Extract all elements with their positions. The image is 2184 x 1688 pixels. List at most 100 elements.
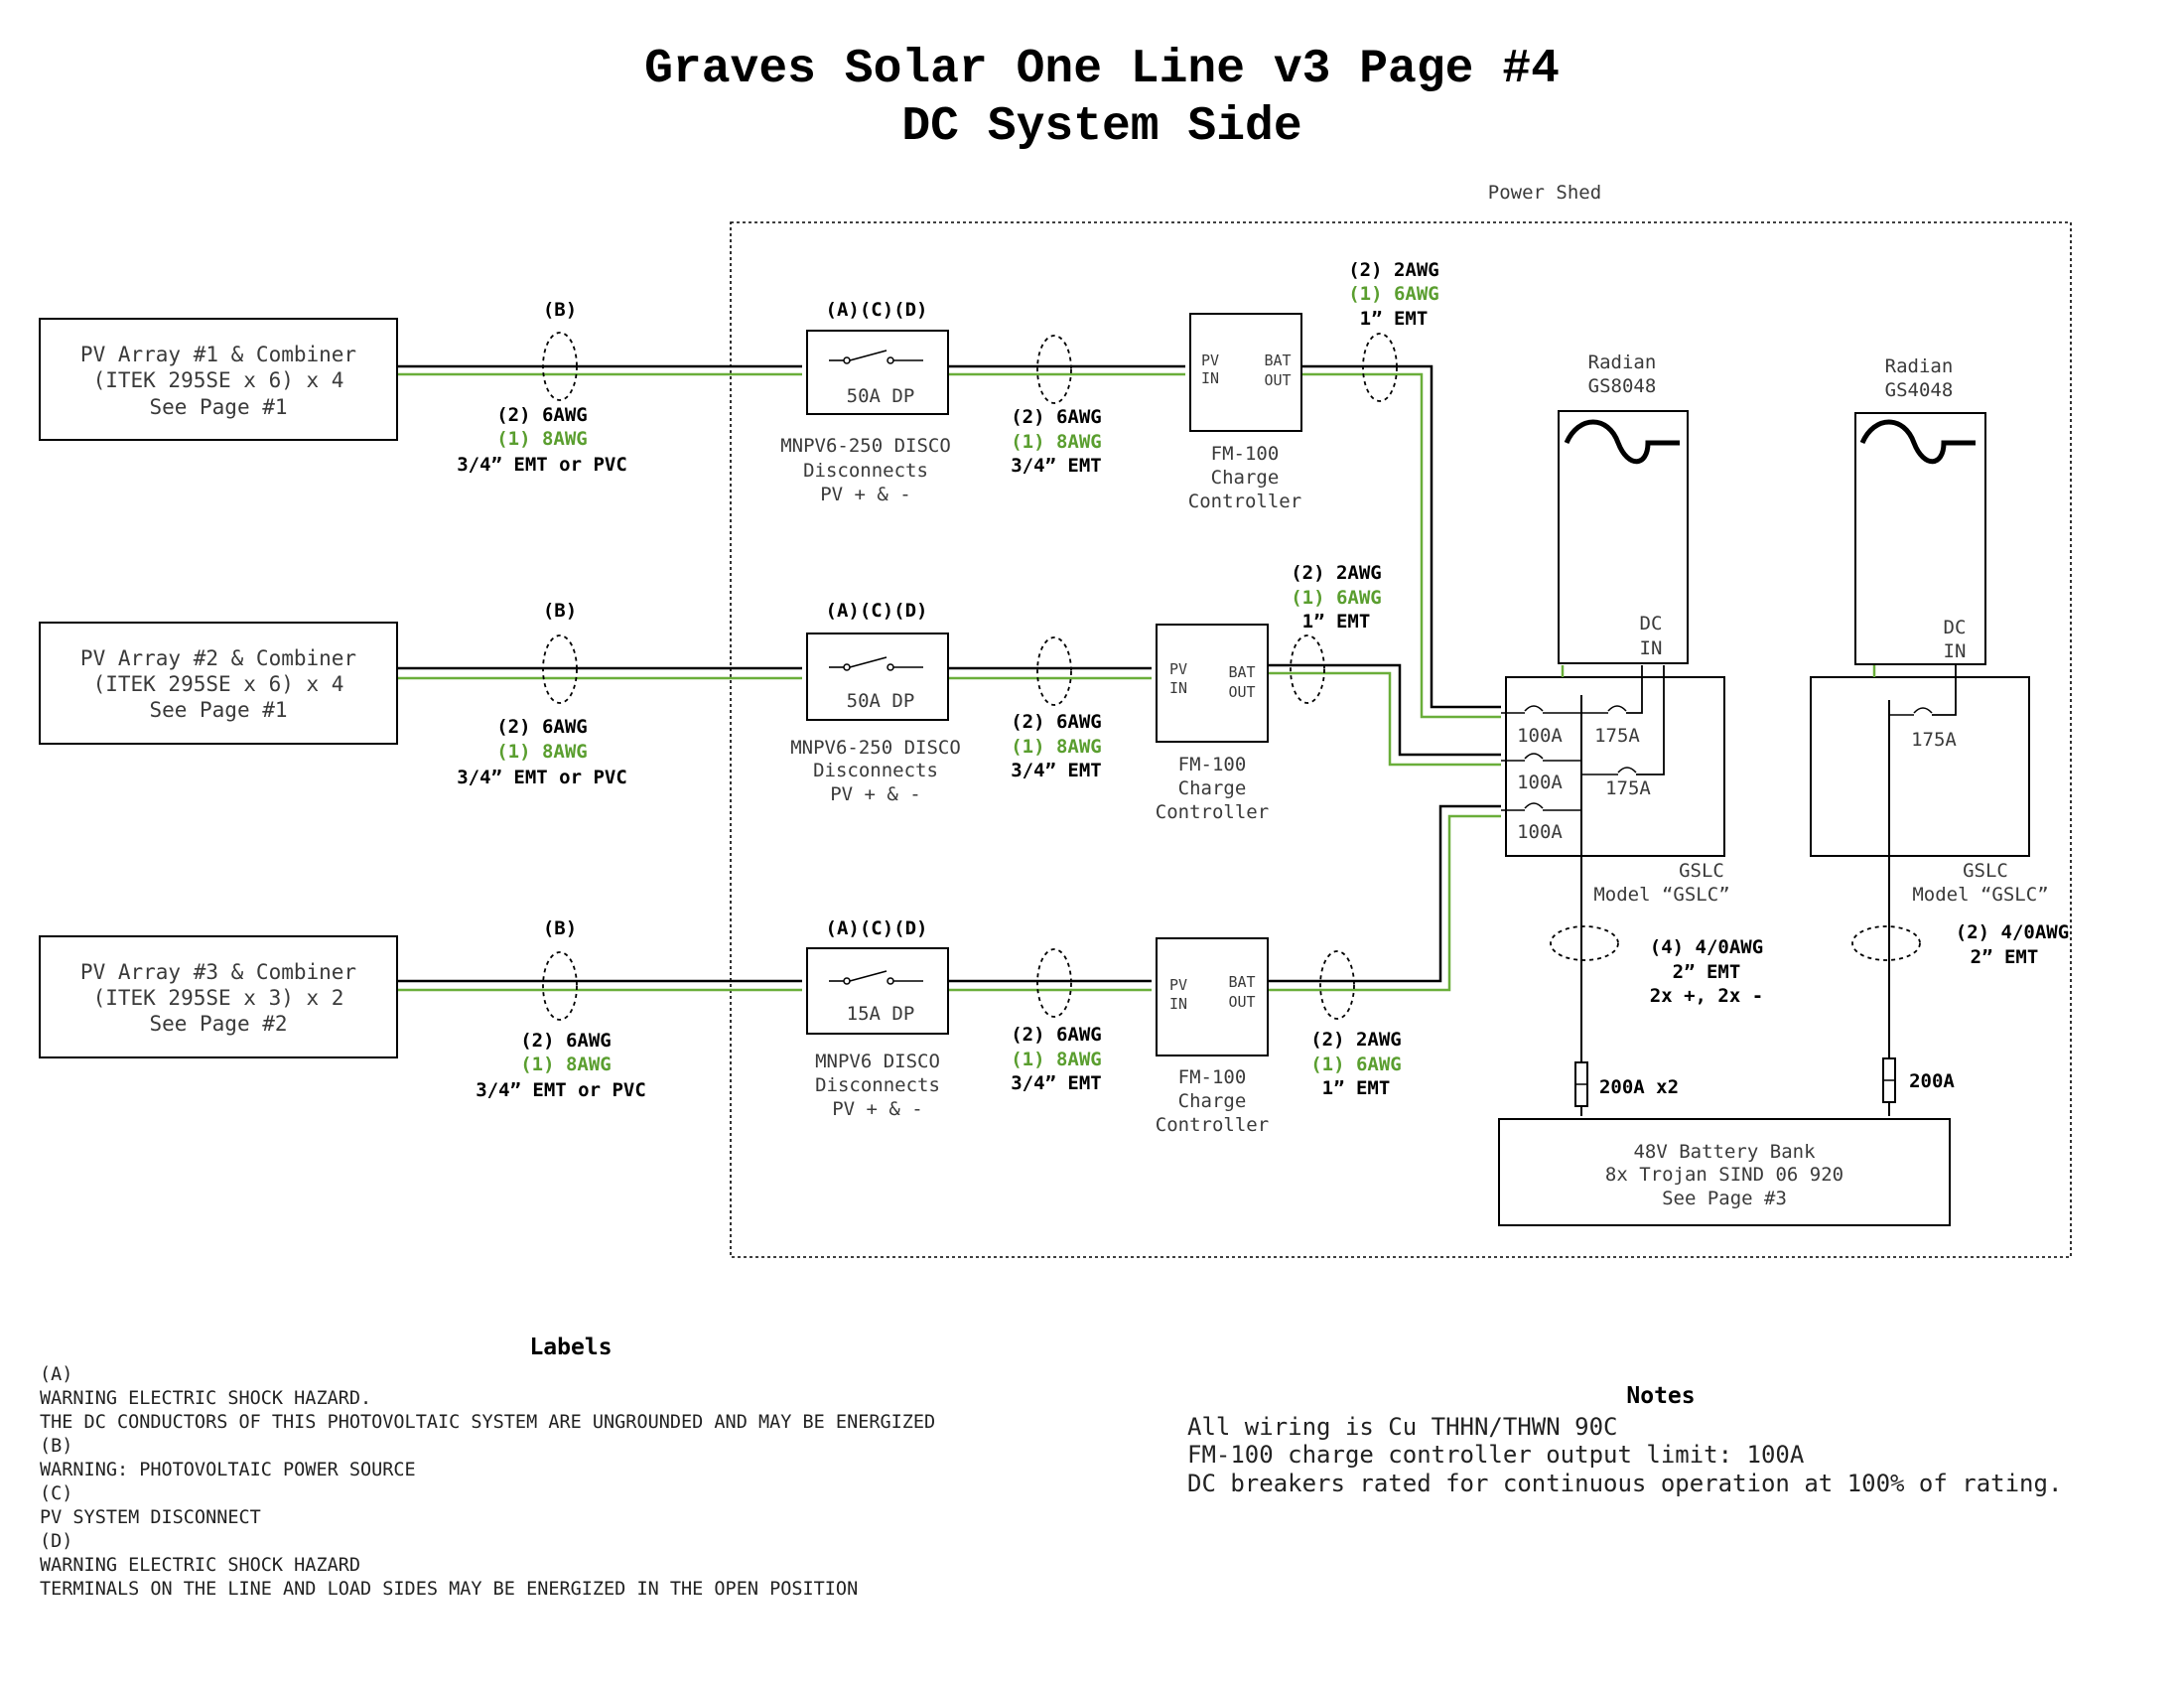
svg-text:See Page #2: See Page #2 [149, 1012, 287, 1036]
svg-text:IN: IN [1944, 640, 1967, 662]
svg-text:1” EMT: 1” EMT [1302, 611, 1371, 633]
svg-text:BAT: BAT [1228, 663, 1255, 681]
svg-text:Model “GSLC”: Model “GSLC” [1912, 884, 2048, 906]
svg-text:3/4” EMT or PVC: 3/4” EMT or PVC [457, 454, 627, 476]
svg-text:Radian: Radian [1885, 355, 1954, 377]
disconnect-1: (A)(C)(D) 50A DP MNPV6-250 DISCO Disconn… [780, 299, 951, 505]
power-shed-boundary [730, 221, 2072, 1258]
charge-controller-2: PV IN BAT OUT FM-100 Charge Controller [1156, 624, 1269, 823]
svg-text:200A x2: 200A x2 [1599, 1076, 1679, 1098]
svg-text:3/4” EMT: 3/4” EMT [1011, 455, 1102, 477]
svg-text:3/4” EMT: 3/4” EMT [1011, 760, 1102, 781]
svg-text:WARNING ELECTRIC SHOCK HAZARD: WARNING ELECTRIC SHOCK HAZARD [40, 1555, 360, 1576]
svg-text:(1) 8AWG: (1) 8AWG [1011, 736, 1102, 758]
svg-text:(D): (D) [40, 1531, 72, 1552]
svg-text:50A DP: 50A DP [847, 690, 915, 712]
svg-text:MNPV6 DISCO: MNPV6 DISCO [815, 1051, 940, 1072]
svg-text:IN: IN [1201, 369, 1219, 387]
svg-text:Charge: Charge [1178, 777, 1247, 799]
conduit-battery-2: (2) 4/0AWG 2” EMT [1851, 921, 2069, 968]
sine-wave-icon [1564, 419, 1680, 465]
svg-text:(2) 6AWG: (2) 6AWG [1011, 406, 1102, 428]
svg-text:Model “GSLC”: Model “GSLC” [1593, 884, 1729, 906]
svg-text:(2) 6AWG: (2) 6AWG [1011, 711, 1102, 733]
row-2-wiring [397, 663, 1501, 767]
svg-text:PV: PV [1169, 976, 1187, 994]
svg-text:BAT: BAT [1264, 352, 1291, 369]
svg-text:Notes: Notes [1626, 1383, 1695, 1409]
svg-text:WARNING ELECTRIC SHOCK HAZARD.: WARNING ELECTRIC SHOCK HAZARD. [40, 1388, 371, 1409]
svg-text:Controller: Controller [1188, 491, 1301, 512]
svg-text:Disconnects: Disconnects [803, 460, 928, 482]
svg-text:GS4048: GS4048 [1885, 379, 1954, 401]
inverter-gs4048: Radian GS4048 DC IN [1854, 355, 1986, 665]
svg-text:(4) 4/0AWG: (4) 4/0AWG [1650, 936, 1763, 958]
svg-text:2” EMT: 2” EMT [1673, 961, 1741, 983]
svg-text:(2) 6AWG: (2) 6AWG [520, 1030, 612, 1052]
svg-text:(ITEK 295SE x 3) x 2: (ITEK 295SE x 3) x 2 [93, 986, 344, 1010]
svg-text:PV Array #1 & Combiner: PV Array #1 & Combiner [80, 343, 356, 366]
svg-text:All wiring is Cu THHN/THWN 90C: All wiring is Cu THHN/THWN 90C [1187, 1413, 1617, 1441]
svg-text:FM-100 charge controller outpu: FM-100 charge controller output limit: 1… [1187, 1441, 1805, 1469]
svg-text:(B): (B) [543, 299, 577, 321]
conduit-disco-2: (2) 6AWG (1) 8AWG 3/4” EMT [1011, 636, 1102, 781]
power-shed-label: Power Shed [1488, 182, 1601, 204]
svg-text:GSLC: GSLC [1679, 860, 1724, 882]
svg-text:TERMINALS ON THE LINE AND LOAD: TERMINALS ON THE LINE AND LOAD SIDES MAY… [40, 1579, 858, 1600]
svg-text:Controller: Controller [1156, 801, 1269, 823]
svg-text:(A)(C)(D): (A)(C)(D) [826, 299, 928, 321]
pv-array-1: PV Array #1 & Combiner (ITEK 295SE x 6) … [39, 318, 398, 441]
svg-text:175A: 175A [1605, 777, 1651, 799]
svg-text:GS8048: GS8048 [1588, 375, 1657, 397]
svg-text:(1) 8AWG: (1) 8AWG [520, 1054, 612, 1075]
svg-text:(ITEK 295SE x 6) x 4: (ITEK 295SE x 6) x 4 [93, 368, 344, 392]
svg-text:50A DP: 50A DP [847, 385, 915, 407]
svg-text:DC: DC [1944, 617, 1967, 638]
svg-text:Charge: Charge [1211, 467, 1280, 489]
svg-text:(2) 2AWG: (2) 2AWG [1291, 562, 1382, 584]
conduit-array-1: (B) (2) 6AWG (1) 8AWG 3/4” EMT or PVC [457, 299, 627, 476]
svg-text:(1) 6AWG: (1) 6AWG [1348, 283, 1439, 305]
conduit-battery-1: (4) 4/0AWG 2” EMT 2x +, 2x - [1550, 925, 1763, 1007]
svg-text:PV Array #2 & Combiner: PV Array #2 & Combiner [80, 646, 356, 670]
svg-text:GSLC: GSLC [1963, 860, 2008, 882]
svg-text:PV SYSTEM DISCONNECT: PV SYSTEM DISCONNECT [40, 1507, 261, 1528]
title-line-1: Graves Solar One Line v3 Page #4 [644, 43, 1560, 96]
svg-text:DC breakers rated for continuo: DC breakers rated for continuous operati… [1187, 1470, 2062, 1497]
svg-text:(B): (B) [543, 600, 577, 622]
svg-text:(A)(C)(D): (A)(C)(D) [826, 600, 928, 622]
labels-section: Labels (A) WARNING ELECTRIC SHOCK HAZARD… [40, 1335, 935, 1600]
conduit-array-3: (B) (2) 6AWG (1) 8AWG 3/4” EMT or PVC [476, 917, 646, 1101]
svg-text:Labels: Labels [529, 1335, 612, 1360]
svg-text:48V Battery Bank: 48V Battery Bank [1633, 1141, 1816, 1163]
svg-text:(1) 6AWG: (1) 6AWG [1291, 587, 1382, 609]
svg-text:Radian: Radian [1588, 352, 1657, 373]
svg-text:(1) 8AWG: (1) 8AWG [496, 428, 588, 450]
svg-text:175A: 175A [1911, 729, 1957, 751]
fuse-2: 200A [1882, 1053, 1955, 1116]
svg-text:BAT: BAT [1228, 973, 1255, 991]
svg-text:OUT: OUT [1228, 993, 1255, 1011]
conduit-cc-1: (2) 2AWG (1) 6AWG 1” EMT [1348, 259, 1439, 402]
conduit-disco-1: (2) 6AWG (1) 8AWG 3/4” EMT [1011, 335, 1102, 477]
svg-text:(2) 2AWG: (2) 2AWG [1310, 1029, 1402, 1051]
svg-text:(1) 8AWG: (1) 8AWG [496, 741, 588, 763]
svg-text:Charge: Charge [1178, 1090, 1247, 1112]
svg-text:100A: 100A [1517, 725, 1563, 747]
inverter-gs8048: Radian GS8048 DC IN [1558, 352, 1689, 664]
svg-text:3/4” EMT: 3/4” EMT [1011, 1072, 1102, 1094]
svg-text:(2) 6AWG: (2) 6AWG [496, 404, 588, 426]
svg-text:2x +, 2x -: 2x +, 2x - [1650, 985, 1763, 1007]
svg-text:1” EMT: 1” EMT [1322, 1077, 1391, 1099]
row-1-wiring [397, 364, 1501, 719]
notes-section: Notes All wiring is Cu THHN/THWN 90C FM-… [1187, 1383, 2062, 1497]
svg-text:IN: IN [1169, 679, 1187, 697]
svg-text:1” EMT: 1” EMT [1360, 308, 1429, 330]
charge-controller-3: PV IN BAT OUT FM-100 Charge Controller [1156, 937, 1269, 1136]
svg-text:200A: 200A [1909, 1070, 1955, 1092]
svg-text:MNPV6-250 DISCO: MNPV6-250 DISCO [790, 737, 961, 759]
svg-text:FM-100: FM-100 [1178, 754, 1247, 775]
svg-text:(C): (C) [40, 1483, 72, 1504]
svg-text:(1) 8AWG: (1) 8AWG [1011, 431, 1102, 453]
